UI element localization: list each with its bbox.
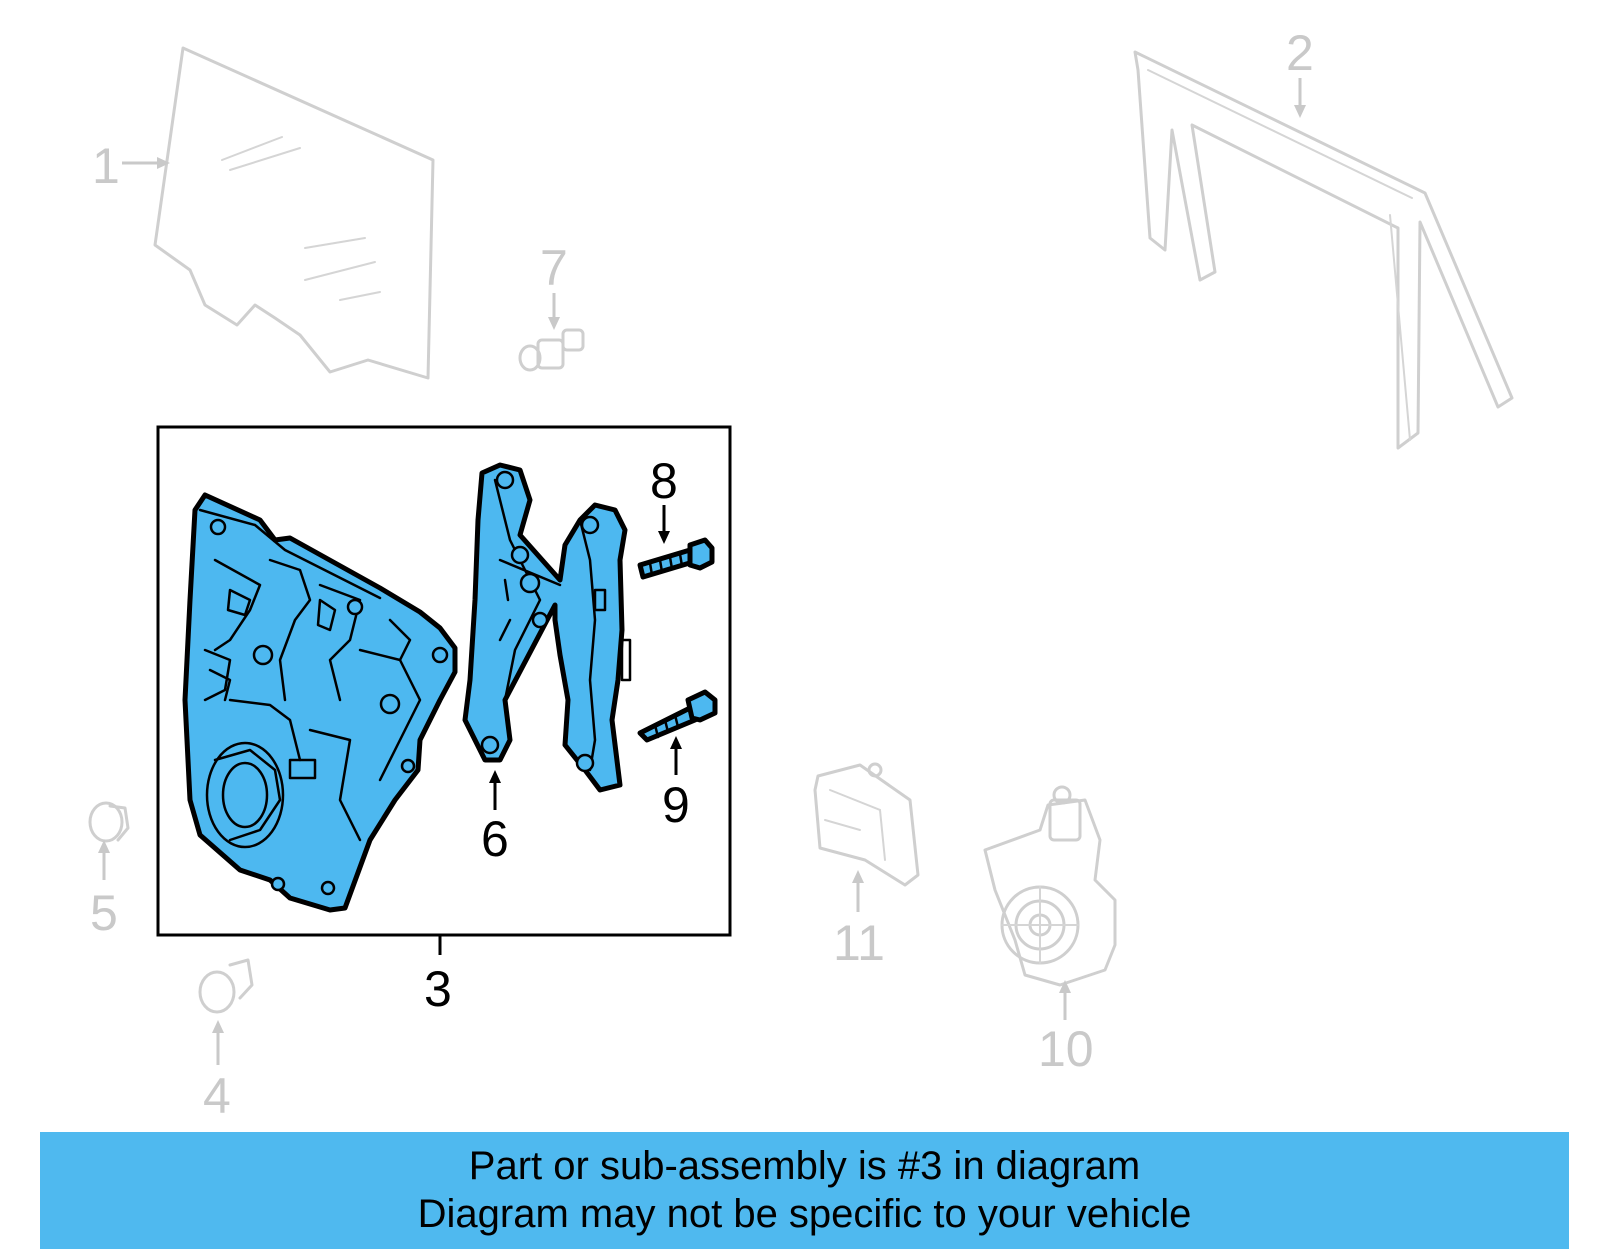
info-banner: Part or sub-assembly is #3 in diagram Di… [40,1132,1569,1249]
callout-11-arrowhead [852,870,864,883]
callout-5-arrowhead [98,840,110,853]
callout-5: 5 [90,885,118,941]
part-9-bolt [637,689,718,743]
callout-7-arrowhead [548,317,560,330]
callout-10-arrowhead [1059,980,1071,993]
callout-1-arrowhead [157,157,170,169]
part-3-assembly-box [156,425,732,937]
callout-9-arrowhead [670,736,682,749]
part-3-carrier-panel [182,492,458,913]
callout-6-arrowhead [489,770,501,783]
part-10-motor [983,785,1117,987]
part-5-plug [88,801,130,843]
callout-3: 3 [424,961,452,1017]
callout-4-arrowhead [212,1020,224,1033]
callout-9: 9 [662,777,690,833]
part-2-run-channel [1133,50,1514,450]
callout-4: 4 [203,1068,231,1124]
part-11-module [813,762,920,887]
callout-7: 7 [540,240,568,296]
part-6-regulator [462,462,632,793]
banner-line-1: Part or sub-assembly is #3 in diagram [468,1144,1141,1188]
callout-2-arrowhead [1294,105,1306,118]
callout-6: 6 [481,811,509,867]
callout-8: 8 [650,453,678,509]
callout-10: 10 [1038,1021,1094,1077]
part-8-bolt [637,537,715,580]
part-7-clip [518,328,585,372]
callout-11: 11 [833,915,885,971]
banner-line-2: Diagram may not be specific to your vehi… [417,1192,1192,1236]
part-4-plug [198,958,254,1014]
callout-2: 2 [1286,25,1314,81]
callout-1: 1 [92,138,120,194]
callout-8-arrowhead [658,531,670,544]
part-1-door-glass [153,46,435,380]
